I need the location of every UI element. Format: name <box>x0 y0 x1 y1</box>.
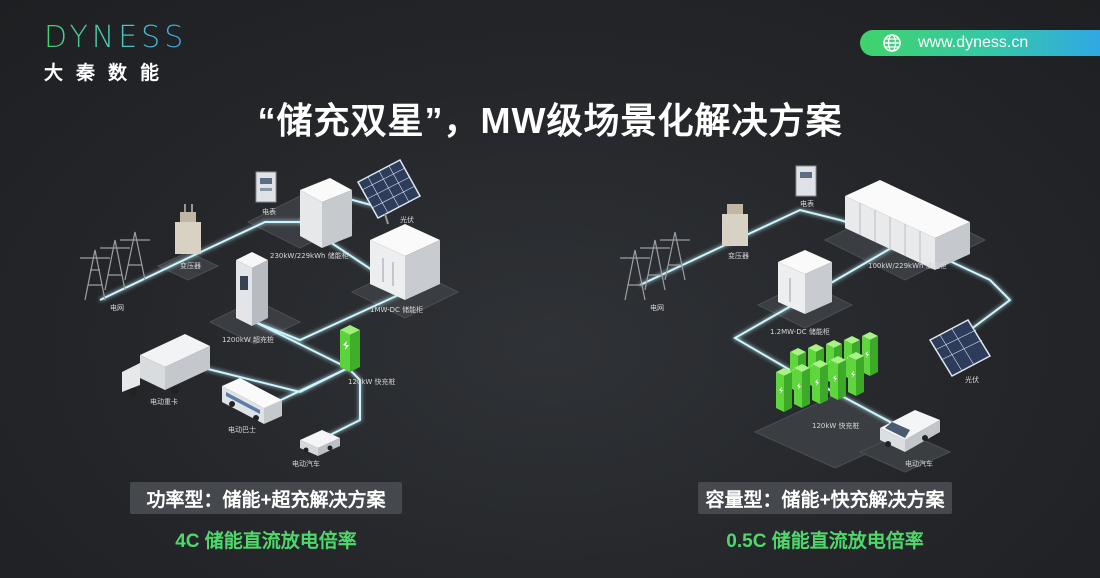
supercharger-icon <box>236 252 268 326</box>
label-truck: 电动重卡 <box>150 397 178 406</box>
left-scene: 电网 变压器 电表 230kW/229kWh 储能柜 光伏 1MW-DC 储能柜… <box>80 158 460 468</box>
website-url: www.dyness.cn <box>918 34 1029 51</box>
label-pv: 光伏 <box>400 215 414 224</box>
website-link[interactable]: www.dyness.cn <box>860 30 1100 56</box>
label-meter: 电表 <box>800 199 814 208</box>
transformer-icon <box>175 204 201 254</box>
electric-truck-icon <box>122 334 210 396</box>
transmission-tower-icon <box>620 231 690 301</box>
electric-bus-icon <box>222 378 282 424</box>
fast-charger-icon <box>830 356 846 400</box>
logo-wordmark: DYNESS <box>44 20 188 55</box>
label-grid: 电网 <box>650 303 664 312</box>
logo-chinese-name: 大秦数能 <box>44 63 173 84</box>
solar-panel-icon <box>928 319 992 377</box>
label-dcdc: 1MW-DC 储能柜 <box>370 305 423 314</box>
brand-logo: DYNESS 大秦数能 <box>44 22 187 85</box>
label-bus: 电动巴士 <box>228 425 256 434</box>
label-grid: 电网 <box>110 303 124 312</box>
label-dcdc: 1.2MW-DC 储能柜 <box>770 327 830 336</box>
fast-charger-icon <box>848 352 864 396</box>
globe-icon <box>883 34 901 52</box>
storage-array-icon <box>845 180 970 270</box>
left-solution-caption: 功率型：储能+超充解决方案 <box>130 482 402 514</box>
label-storage: 100kW/229kWh 储能柜 <box>868 261 947 270</box>
solar-panel-icon <box>356 158 422 225</box>
transformer-icon <box>722 204 748 246</box>
fast-charger-icon <box>794 364 810 408</box>
left-solution-subtitle: 4C 储能直流放电倍率 <box>175 531 357 552</box>
right-solution-subtitle: 0.5C 储能直流放电倍率 <box>726 531 924 552</box>
meter-icon <box>255 171 277 203</box>
fast-charger-icon <box>776 368 792 412</box>
storage-cabinet-icon <box>300 178 352 248</box>
electric-van-icon <box>880 410 940 452</box>
label-car: 电动汽车 <box>905 459 933 468</box>
electric-car-icon <box>300 430 340 456</box>
transmission-tower-icon <box>80 231 150 301</box>
label-transformer: 变压器 <box>728 251 749 260</box>
meter-icon <box>795 165 817 197</box>
fast-charger-icon <box>862 332 878 376</box>
fast-charger-icon <box>812 360 828 404</box>
right-solution-caption: 容量型：储能+快充解决方案 <box>698 482 952 514</box>
dc-cabinet-icon <box>370 224 440 300</box>
dc-cabinet-icon <box>778 250 832 314</box>
label-car: 电动汽车 <box>292 459 320 468</box>
label-transformer: 变压器 <box>180 261 201 270</box>
label-fastcharger: 120kW 快充桩 <box>348 377 396 386</box>
label-storage: 230kW/229kWh 储能柜 <box>270 251 349 260</box>
label-meter: 电表 <box>262 207 276 216</box>
platform <box>156 251 220 281</box>
right-scene: 电网 变压器 电表 100kW/229kWh 储能柜 1.2MW-DC 储能柜 … <box>620 165 1012 473</box>
label-supercharger: 1200kW 超充桩 <box>222 335 274 344</box>
label-fastcharger: 120kW 快充桩 <box>812 421 860 430</box>
fast-charger-icon <box>340 325 360 372</box>
label-pv: 光伏 <box>965 375 979 384</box>
page-title: “储充双星”，MW级场景化解决方案 <box>257 100 843 141</box>
fast-charger-cluster-icon <box>776 332 878 412</box>
